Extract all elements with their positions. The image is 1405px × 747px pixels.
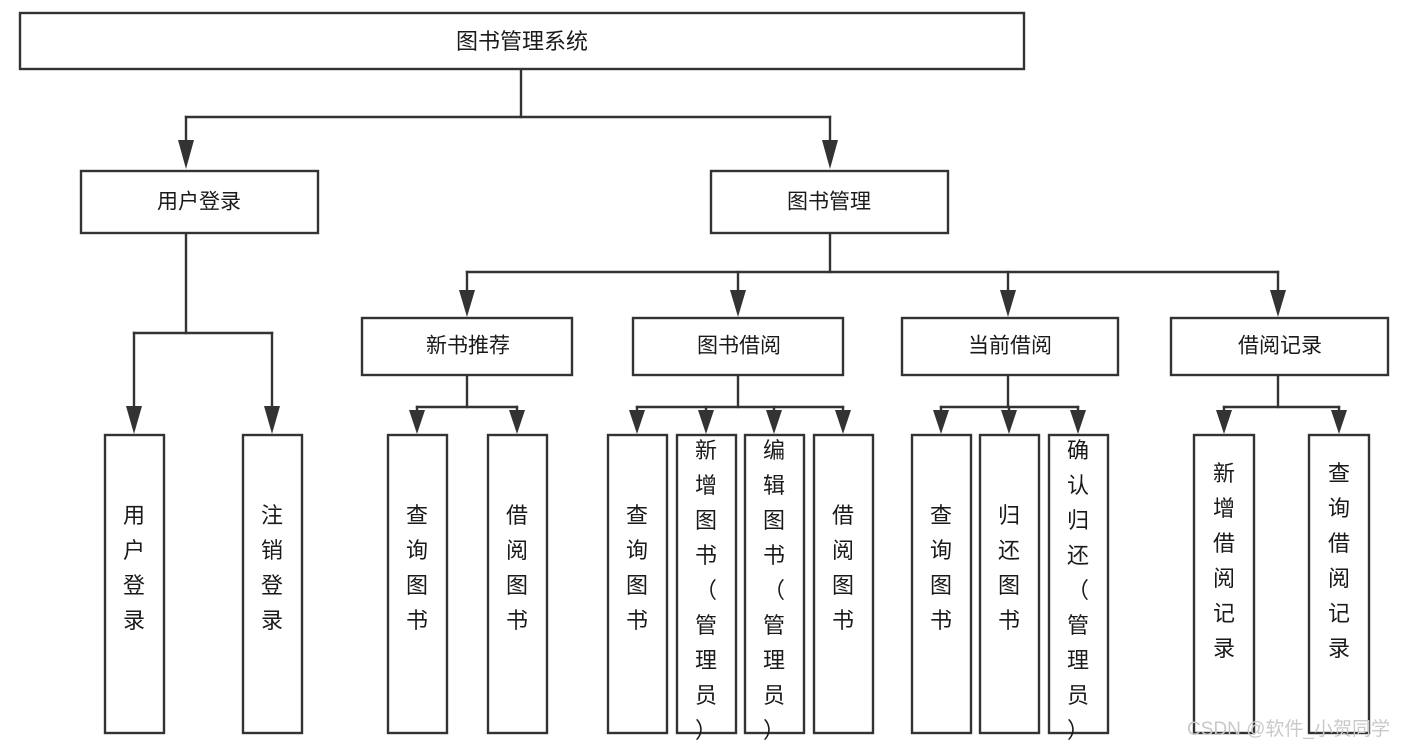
node-leaf-borrow-book-1-box[interactable] (486, 433, 549, 735)
node-leaf-logout-login-box[interactable] (241, 433, 304, 735)
node-leaf-borrow-book-2-box[interactable] (812, 433, 875, 735)
arrow-head-leaf-add-borrow-record (1216, 410, 1232, 434)
node-book-management[interactable]: 图书管理 (709, 169, 950, 235)
node-book-management-label: 图书管理 (787, 191, 871, 214)
arrow-head-leaf-borrow-book-1 (509, 410, 525, 434)
node-leaf-borrow-book-2-label: 借阅图书 (832, 503, 854, 633)
connector-group-book-management (459, 231, 1286, 317)
connector-group-book-borrow (629, 373, 851, 434)
node-root-label: 图书管理系统 (456, 29, 588, 54)
node-leaf-query-borrow-record-box[interactable] (1307, 433, 1371, 735)
node-leaf-edit-book-label: 编辑图书（管理员） (763, 438, 785, 743)
arrow-head-book-borrow (730, 290, 746, 317)
node-leaf-query-book-1[interactable]: 查询图书 (386, 433, 449, 735)
node-leaf-user-login[interactable]: 用户登录 (103, 433, 166, 735)
node-book-borrow-label: 图书借阅 (697, 335, 781, 358)
arrow-head-leaf-logout-login (264, 406, 280, 434)
arrow-head-leaf-edit-book (766, 410, 782, 434)
connector-group-borrow-record (1216, 373, 1347, 434)
node-user-login[interactable]: 用户登录 (79, 169, 320, 235)
node-new-book-recommend[interactable]: 新书推荐 (360, 316, 574, 377)
node-borrow-record[interactable]: 借阅记录 (1169, 316, 1390, 377)
node-leaf-borrow-book-2[interactable]: 借阅图书 (812, 433, 875, 735)
node-leaf-query-book-2-box[interactable] (606, 433, 669, 735)
arrow-head-leaf-query-book-3 (933, 410, 949, 434)
node-book-management-box[interactable] (709, 169, 950, 235)
node-leaf-query-book-2-label: 查询图书 (626, 503, 648, 633)
node-leaf-borrow-book-1[interactable]: 借阅图书 (486, 433, 549, 735)
arrow-head-leaf-user-login (126, 406, 142, 434)
node-leaf-confirm-return-box[interactable] (1047, 433, 1110, 735)
node-user-login-label: 用户登录 (157, 191, 241, 214)
node-leaf-edit-book-box[interactable] (743, 433, 806, 735)
node-leaf-query-book-1-box[interactable] (386, 433, 449, 735)
arrow-head-book-management (822, 140, 838, 169)
node-new-book-recommend-label: 新书推荐 (426, 335, 510, 358)
node-root[interactable]: 图书管理系统 (18, 11, 1026, 71)
arrow-head-leaf-query-book-1 (409, 410, 425, 434)
node-leaf-add-book-label: 新增图书（管理员） (695, 438, 717, 743)
connector-group-root (178, 67, 838, 169)
node-leaf-confirm-return[interactable]: 确认归还（管理员） (1047, 433, 1110, 743)
connector-group-user-login (126, 231, 280, 434)
node-leaf-confirm-return-label: 确认归还（管理员） (1067, 438, 1089, 743)
node-book-borrow-box[interactable] (631, 316, 845, 377)
node-leaf-add-borrow-record-label: 新增借阅记录 (1213, 461, 1235, 661)
node-leaf-user-login-label: 用户登录 (123, 503, 145, 633)
node-current-borrow[interactable]: 当前借阅 (900, 316, 1120, 377)
arrow-head-leaf-confirm-return (1070, 410, 1086, 434)
node-leaf-borrow-book-1-label: 借阅图书 (506, 503, 528, 633)
node-leaf-query-book-3[interactable]: 查询图书 (910, 433, 973, 735)
node-leaf-query-book-1-label: 查询图书 (406, 503, 428, 633)
arrow-head-borrow-record (1270, 290, 1286, 317)
node-leaf-add-borrow-record[interactable]: 新增借阅记录 (1192, 433, 1256, 735)
node-borrow-record-box[interactable] (1169, 316, 1390, 377)
node-leaf-user-login-box[interactable] (103, 433, 166, 735)
connector-group-new-book-recommend (409, 373, 525, 434)
node-leaf-add-borrow-record-box[interactable] (1192, 433, 1256, 735)
node-leaf-query-book-3-box[interactable] (910, 433, 973, 735)
node-leaf-add-book-box[interactable] (675, 433, 738, 735)
node-borrow-record-label: 借阅记录 (1238, 335, 1322, 358)
node-current-borrow-label: 当前借阅 (968, 335, 1052, 358)
node-leaf-logout-login[interactable]: 注销登录 (241, 433, 304, 735)
node-leaf-return-book-label: 归还图书 (998, 503, 1020, 633)
arrow-head-leaf-add-book (698, 410, 714, 434)
node-root-box[interactable] (18, 11, 1026, 71)
node-current-borrow-box[interactable] (900, 316, 1120, 377)
arrow-head-leaf-query-book-2 (629, 410, 645, 434)
node-leaf-query-borrow-record-label: 查询借阅记录 (1328, 461, 1350, 661)
node-new-book-recommend-box[interactable] (360, 316, 574, 377)
node-leaf-return-book-box[interactable] (978, 433, 1041, 735)
node-leaf-query-borrow-record[interactable]: 查询借阅记录 (1307, 433, 1371, 735)
node-leaf-return-book[interactable]: 归还图书 (978, 433, 1041, 735)
arrow-head-leaf-borrow-book-2 (835, 410, 851, 434)
node-leaf-logout-login-label: 注销登录 (261, 503, 283, 633)
arrow-head-current-borrow (1000, 290, 1016, 317)
node-leaf-query-book-3-label: 查询图书 (930, 503, 952, 633)
arrow-head-leaf-query-borrow-record (1331, 410, 1347, 434)
csdn-watermark: CSDN @软件_小贺同学 (1187, 718, 1390, 740)
node-leaf-edit-book[interactable]: 编辑图书（管理员） (743, 433, 806, 743)
arrow-head-leaf-return-book (1001, 410, 1017, 434)
node-leaf-add-book[interactable]: 新增图书（管理员） (675, 433, 738, 743)
node-leaf-query-book-2[interactable]: 查询图书 (606, 433, 669, 735)
node-book-borrow[interactable]: 图书借阅 (631, 316, 845, 377)
arrow-head-user-login (178, 140, 194, 169)
connector-group-current-borrow (933, 373, 1086, 434)
node-user-login-box[interactable] (79, 169, 320, 235)
arrow-head-new-book-recommend (459, 290, 475, 317)
